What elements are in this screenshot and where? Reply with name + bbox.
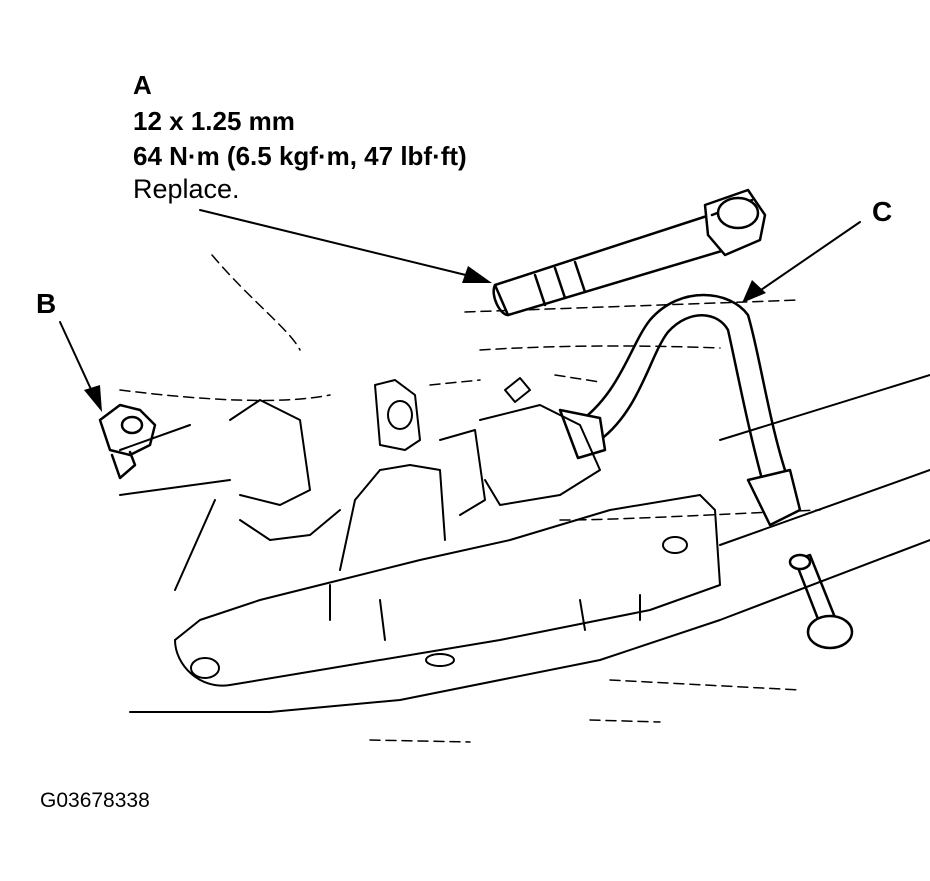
figure-id: G03678338 xyxy=(40,789,150,812)
bolt-a xyxy=(492,188,767,317)
lower-bolt xyxy=(788,553,854,650)
leader-lines xyxy=(59,209,861,399)
arrowheads xyxy=(84,266,766,412)
callout-c-label: C xyxy=(872,196,893,227)
mount-assembly xyxy=(119,374,930,713)
bolt-size-spec: 12 x 1.25 mm xyxy=(133,106,295,136)
hose-c xyxy=(558,293,802,527)
callout-b-label: B xyxy=(36,288,57,319)
callout-a-label: A xyxy=(133,70,152,100)
replace-note: Replace. xyxy=(133,174,240,204)
hidden-lines xyxy=(119,254,821,743)
bolt-torque-spec: 64 N·m (6.5 kgf·m, 47 lbf·ft) xyxy=(133,141,467,171)
